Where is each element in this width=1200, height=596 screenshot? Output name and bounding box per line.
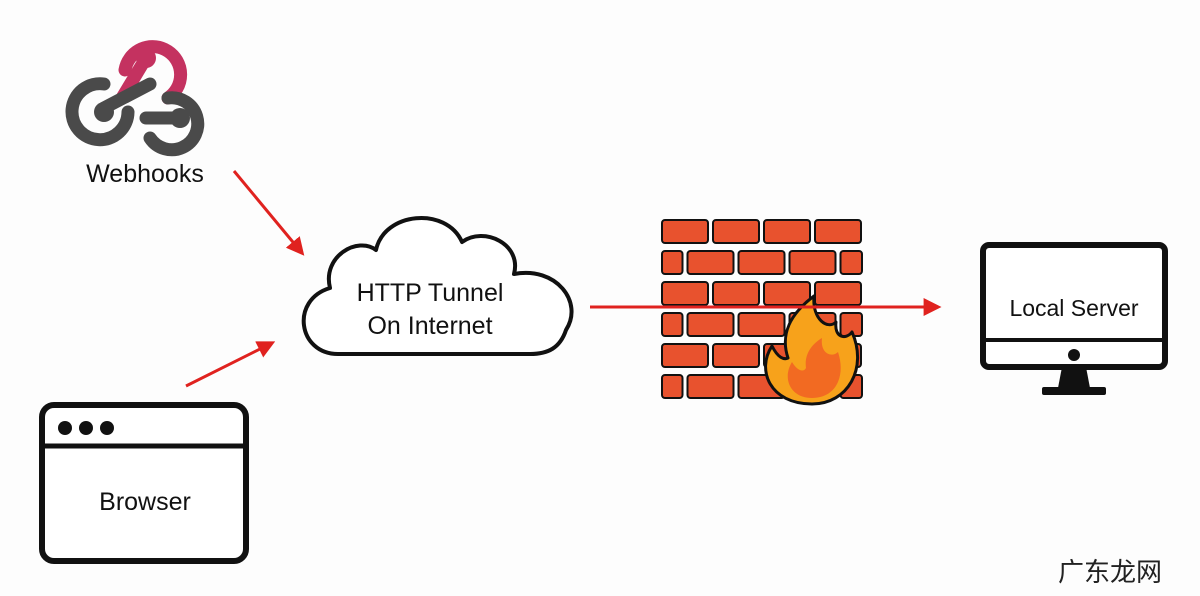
brick	[763, 281, 811, 306]
tunnel-label-line1: HTTP Tunnel	[356, 279, 504, 307]
brick	[737, 312, 786, 337]
server-label: Local Server	[1009, 295, 1139, 321]
cloud-icon	[301, 216, 574, 356]
monitor-icon	[980, 242, 1168, 395]
brick	[661, 343, 709, 368]
brick	[661, 312, 684, 337]
brick	[763, 219, 811, 244]
brick	[686, 250, 735, 275]
brick	[814, 219, 862, 244]
brick	[686, 312, 735, 337]
brick	[712, 343, 760, 368]
brick	[814, 281, 862, 306]
firewall-icon	[661, 219, 863, 406]
brick	[712, 281, 760, 306]
brick	[686, 374, 735, 399]
watermark-text: 广东龙网	[1057, 558, 1162, 588]
brick	[661, 374, 684, 399]
arrow-webhooks-to-tunnel	[232, 170, 305, 256]
brick	[661, 281, 709, 306]
brick	[661, 250, 684, 275]
brick	[839, 250, 863, 275]
brick	[712, 219, 760, 244]
browser-label: Browser	[99, 488, 191, 516]
tunnel-label-line2: On Internet	[367, 312, 493, 340]
browser-window-icon	[39, 402, 249, 564]
connection-arrows	[185, 170, 942, 388]
brick	[737, 250, 786, 275]
brick	[661, 219, 709, 244]
brick	[788, 250, 837, 275]
webhooks-icon	[65, 40, 205, 157]
webhooks-label: Webhooks	[86, 160, 204, 188]
arrow-browser-to-tunnel	[185, 341, 276, 388]
